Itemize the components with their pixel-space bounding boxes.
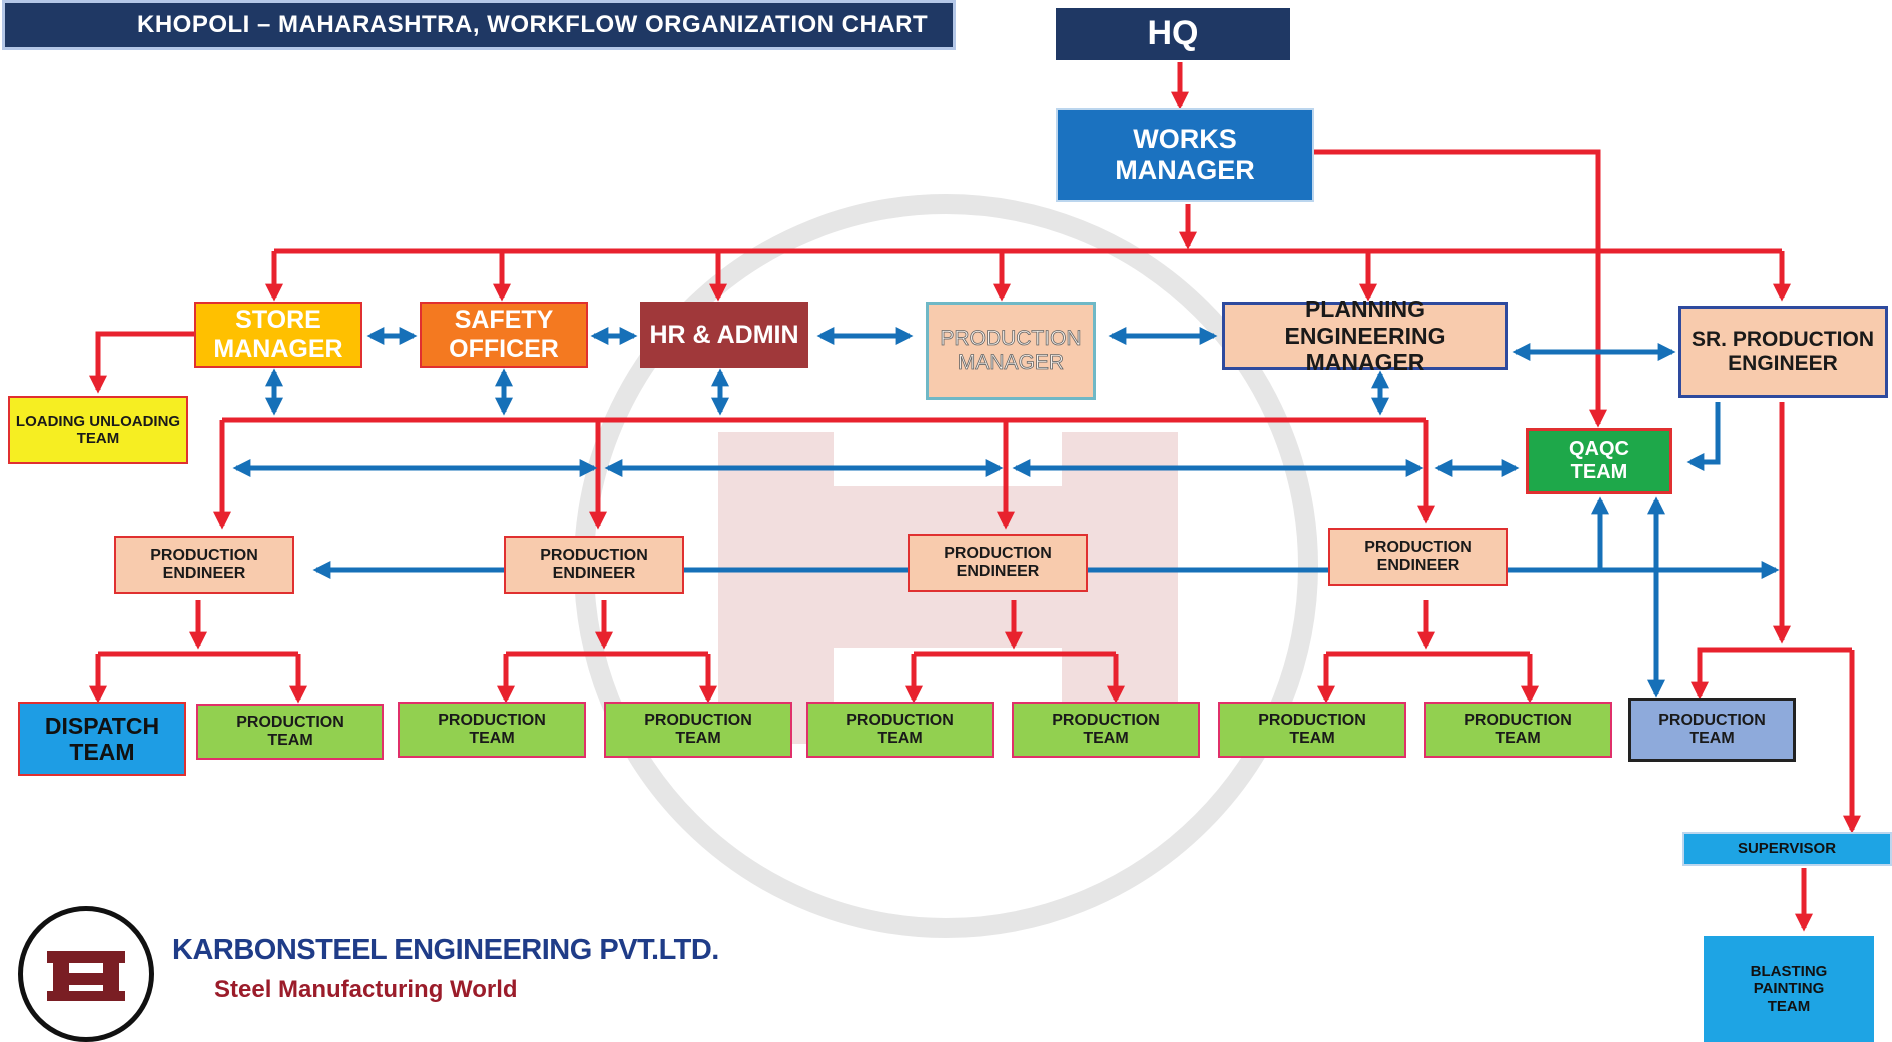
production-team-box: PRODUCTION TEAM <box>806 702 994 758</box>
store-manager-box: STORE MANAGER <box>194 302 362 368</box>
production-team-box: PRODUCTION TEAM <box>1218 702 1406 758</box>
company-tagline: Steel Manufacturing World <box>214 976 518 1003</box>
planning-engineering-manager-box: PLANNING ENGINEERING MANAGER <box>1222 296 1508 375</box>
works-manager-box: WORKS MANAGER <box>1056 108 1314 202</box>
safety-officer-box: SAFETY OFFICER <box>420 302 588 368</box>
hr-admin-box: HR & ADMIN <box>640 302 808 368</box>
production-engineer-box: PRODUCTION ENDINEER <box>504 536 684 594</box>
production-engineer-box: PRODUCTION ENDINEER <box>1328 528 1508 586</box>
production-engineer-box: PRODUCTION ENDINEER <box>908 534 1088 592</box>
loading-unloading-team-box: LOADING UNLOADING TEAM <box>8 396 188 464</box>
supervisor-box: SUPERVISOR <box>1682 832 1892 866</box>
production-team-box: PRODUCTION TEAM <box>1424 702 1612 758</box>
production-team-box: PRODUCTION TEAM <box>196 704 384 760</box>
qaqc-team-box: QAQC TEAM <box>1526 428 1672 494</box>
production-manager-box: PRODUCTION MANAGER <box>926 302 1096 400</box>
production-team-box: PRODUCTION TEAM <box>604 702 792 758</box>
dispatch-team-box: DISPATCH TEAM <box>18 702 186 776</box>
hq-box: HQ <box>1056 8 1290 60</box>
production-team-box: PRODUCTION TEAM <box>398 702 586 758</box>
company-logo <box>18 906 154 1042</box>
production-team-box: PRODUCTION TEAM <box>1012 702 1200 758</box>
chart-title: KHOPOLI – MAHARASHTRA, WORKFLOW ORGANIZA… <box>2 0 956 50</box>
sr-production-engineer-box: SR. PRODUCTION ENGINEER <box>1678 306 1888 398</box>
production-engineer-box: PRODUCTION ENDINEER <box>114 536 294 594</box>
logo-mark-icon <box>47 951 125 1001</box>
company-name: KARBONSTEEL ENGINEERING PVT.LTD. <box>172 934 719 966</box>
blasting-painting-team-box: BLASTING PAINTING TEAM <box>1704 936 1874 1042</box>
production-team-right-box: PRODUCTION TEAM <box>1628 698 1796 762</box>
